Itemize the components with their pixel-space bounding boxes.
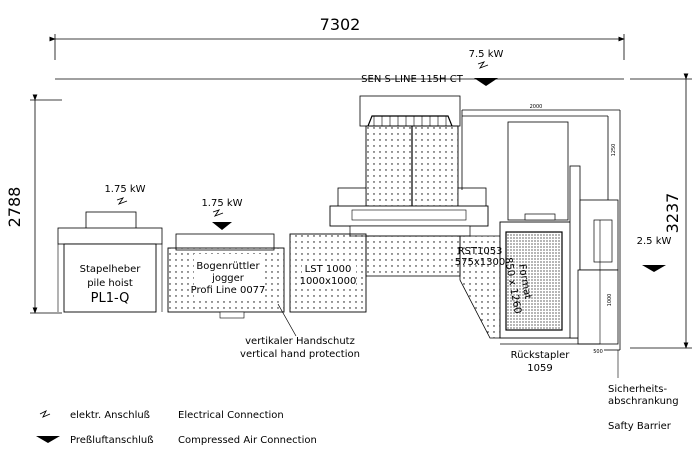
stacker-power: 2.5 kW [637,236,672,247]
pile-hoist-label-3: PL1-Q [91,291,130,306]
lst-table [289,233,461,313]
lst-label-1: LST 1000 [305,264,352,275]
jogger-label-2: jogger [211,273,245,284]
overall-width-dimension [49,34,625,80]
left-height-dimension [30,94,62,314]
jogger-machine [167,233,285,319]
right-height-dimension [630,73,692,349]
overall-width-label: 7302 [320,15,361,34]
compressed-air-icon [642,265,666,272]
compressed-air-icon [36,436,60,443]
barrier-label-en: Safty Barrier [608,421,672,432]
lst-label-2: 1000x1000 [300,276,357,287]
press-machine [329,95,489,237]
legend-electrical-de: elektr. Anschluß [70,410,150,421]
stacker-label-1: Rückstapler [511,350,571,361]
stacker-label-2: 1059 [527,363,552,374]
dim-1250: 1250 [611,144,617,157]
compressed-air-icon [212,222,232,230]
press-power: 7.5 kW [469,49,504,60]
electrical-connection-icon [212,209,224,217]
left-height-label: 2788 [5,187,24,228]
jogger-power: 1.75 kW [201,198,242,209]
hand-protection-leader [277,303,297,337]
electrical-connection-icon [39,409,51,418]
electrical-connection-icon [477,61,489,69]
dim-1000: 1000 [607,294,613,307]
legend: elektr. Anschluß Electrical Connection P… [36,409,317,446]
legend-air-en: Compressed Air Connection [178,435,317,446]
barrier-label-de-2: abschrankung [608,396,679,407]
rst-label-1: RST1053 [458,246,503,257]
barrier-label-de-1: Sicherheits- [608,384,667,395]
press-label: SEN S-LINE 115H CT [361,74,464,85]
pile-hoist-machine [57,211,163,313]
electrical-connection-icon [116,197,128,205]
legend-electrical-en: Electrical Connection [178,410,284,421]
legend-air-de: Preßluftanschluß [70,435,154,446]
jogger-label-3: Profi Line 0077 [191,285,266,296]
pile-hoist-power: 1.75 kW [104,184,145,195]
dim-2000: 2000 [530,104,543,110]
hand-protection-de: vertikaler Handschutz [245,336,355,347]
delivery-stacker [459,165,621,351]
hand-protection-en: vertical hand protection [240,349,360,360]
pile-hoist-label-1: Stapelheber [80,264,142,275]
dim-500: 500 [593,349,603,355]
pile-hoist-label-2: pile hoist [87,278,133,289]
compressed-air-icon [474,78,498,86]
jogger-label-1: Bogenrüttler [196,261,260,272]
right-height-label: 3237 [663,193,682,234]
rst-label-2: 575x1300 [455,257,505,268]
